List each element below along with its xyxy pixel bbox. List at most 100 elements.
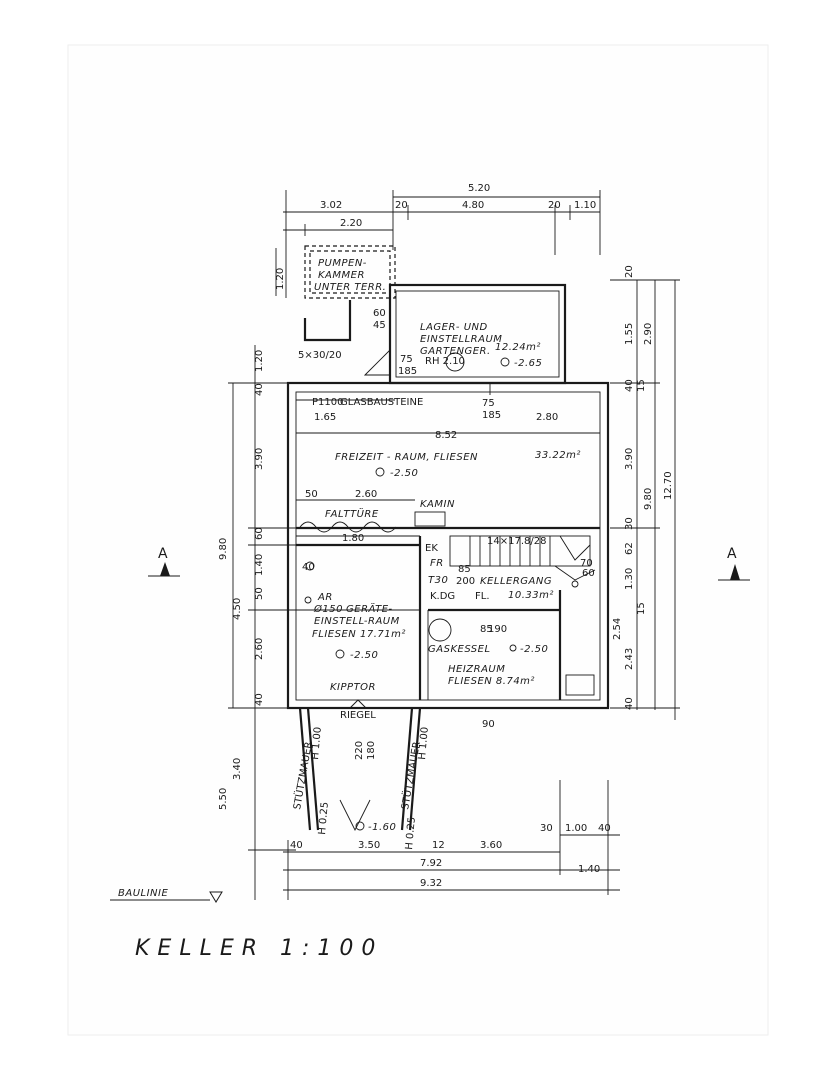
dim-left-40b: 40 xyxy=(254,693,265,706)
section-marker-right: A xyxy=(718,546,750,581)
dim-right-15b: 15 xyxy=(636,602,647,615)
height-100-right: H 1.00 xyxy=(417,726,431,760)
dim-right-40b: 40 xyxy=(624,697,635,710)
top-dimension-lines xyxy=(283,190,601,298)
dim-75b: 75 xyxy=(482,398,495,409)
light-shaft xyxy=(303,300,352,342)
label-chimney: KAMIN xyxy=(420,499,455,510)
dim-right-390: 3.90 xyxy=(624,448,635,470)
retaining-wall-left-inner xyxy=(306,707,320,831)
dim-bot-100: 1.00 xyxy=(565,823,587,834)
dim-top-e: 1.10 xyxy=(574,200,596,211)
label-ar: AR xyxy=(317,592,333,603)
drawing-title: KELLER 1:100 xyxy=(135,936,383,961)
section-marker-left: A xyxy=(148,546,180,577)
dim-right-40a: 40 xyxy=(624,379,635,392)
dim-220: 220 xyxy=(354,741,365,760)
label-d150: Ø150 xyxy=(313,603,343,615)
dim-bot-360: 3.60 xyxy=(480,840,502,851)
label-glass: GLASBAUSTEINE xyxy=(340,397,423,408)
geraete-label-1: GERÄTE- xyxy=(346,602,393,615)
dim-left-140: 1.40 xyxy=(254,554,265,576)
dim-190: 190 xyxy=(488,624,507,635)
label-fr: FR xyxy=(430,558,444,569)
paper xyxy=(67,44,769,1036)
height-025-left: H 0.25 xyxy=(317,801,331,835)
height-025-right: H 0.25 xyxy=(404,816,418,850)
dim-left-50: 50 xyxy=(254,587,265,600)
ar-marker xyxy=(304,596,312,604)
dim-left-260: 2.60 xyxy=(254,638,265,660)
dim-bot-40l: 40 xyxy=(290,840,303,851)
storage-label-2: EINSTELLRAUM xyxy=(420,334,502,345)
label-kdg: K.DG xyxy=(430,591,455,602)
storage-area: 12.24m² xyxy=(495,342,541,353)
building-line-marker xyxy=(209,891,223,903)
label-riegel: RIEGEL xyxy=(340,710,376,721)
dim-right-1270: 12.70 xyxy=(663,471,674,500)
gas-level: -2.50 xyxy=(520,644,548,655)
leisure-level: -2.50 xyxy=(390,468,418,479)
storage-room-inner xyxy=(395,290,560,378)
storage-level-marker xyxy=(500,357,510,367)
heating-room-name: HEIZRAUM xyxy=(448,664,505,675)
dim-75a: 75 xyxy=(400,354,413,365)
dim-180: 1.80 xyxy=(342,533,364,544)
dim-top-a: 3.02 xyxy=(320,200,342,211)
basement-outer-walls xyxy=(286,381,610,710)
ramp-lines xyxy=(339,799,371,832)
corridor-area: 10.33m² xyxy=(508,590,554,601)
dim-200: 200 xyxy=(456,576,475,587)
label-kipptor: KIPPTOR xyxy=(330,682,376,693)
dim-260: 2.60 xyxy=(355,489,377,500)
dim-70: 70 xyxy=(580,558,593,569)
floor-drain xyxy=(445,352,465,372)
stair-dimensions: 14×17.8/28 xyxy=(487,536,546,547)
dim-5x30: 5×30/20 xyxy=(298,350,342,361)
left-dimension-lines xyxy=(228,345,296,900)
dim-left-450: 4.50 xyxy=(232,598,243,620)
dim-top-total: 5.20 xyxy=(468,183,490,194)
label-gas-boiler: GASKESSEL xyxy=(428,644,491,655)
storage-label-1: LAGER- UND xyxy=(420,322,488,333)
dim-40: 40 xyxy=(302,562,315,573)
dim-45: 45 xyxy=(373,320,386,331)
storage-rh: RH 2.10 xyxy=(425,356,465,367)
dim-852: 8.52 xyxy=(435,430,457,441)
leisure-room-area: 33.22m² xyxy=(535,450,581,461)
label-ek: EK xyxy=(425,543,438,554)
dim-top-c: 4.80 xyxy=(462,200,484,211)
dim-right-62: 62 xyxy=(624,542,635,555)
svg-text:A: A xyxy=(158,546,168,562)
pump-label-3: UNTER TERR. xyxy=(314,282,386,293)
dim-bot-12: 12 xyxy=(432,840,445,851)
dim-bot-932: 9.32 xyxy=(420,878,442,889)
shaft-box xyxy=(565,674,595,696)
dim-left-390: 3.90 xyxy=(254,448,265,470)
dim-bot-40: 40 xyxy=(598,823,611,834)
ramp-level: -1.60 xyxy=(368,822,396,833)
dim-180b: 180 xyxy=(366,741,377,760)
bottom-dimension-lines xyxy=(283,780,620,900)
dim-bot-792: 7.92 xyxy=(420,858,442,869)
label-p1100: P1100 xyxy=(312,397,343,408)
dim-185a: 185 xyxy=(398,366,417,377)
leisure-room-name: FREIZEIT - RAUM, FLIESEN xyxy=(335,452,478,463)
dim-right-290: 2.90 xyxy=(643,323,654,345)
dim-85a: 85 xyxy=(458,564,471,575)
dim-right-980: 9.80 xyxy=(643,488,654,510)
retaining-wall-right-inner xyxy=(400,707,414,831)
dim-left-40a: 40 xyxy=(254,383,265,396)
svg-text:A: A xyxy=(727,546,737,562)
chimney xyxy=(414,511,446,527)
entrance-arrow xyxy=(348,699,368,709)
stair-triangle xyxy=(363,348,391,376)
dim-85b: 85 xyxy=(480,624,493,635)
dim-left-60: 60 xyxy=(254,527,265,540)
label-t30: T30 xyxy=(428,575,448,586)
ramp-level-marker xyxy=(355,821,365,831)
dim-right-30: 30 xyxy=(624,517,635,530)
dim-280: 2.80 xyxy=(536,412,558,423)
dim-bot-140: 1.40 xyxy=(578,864,600,875)
